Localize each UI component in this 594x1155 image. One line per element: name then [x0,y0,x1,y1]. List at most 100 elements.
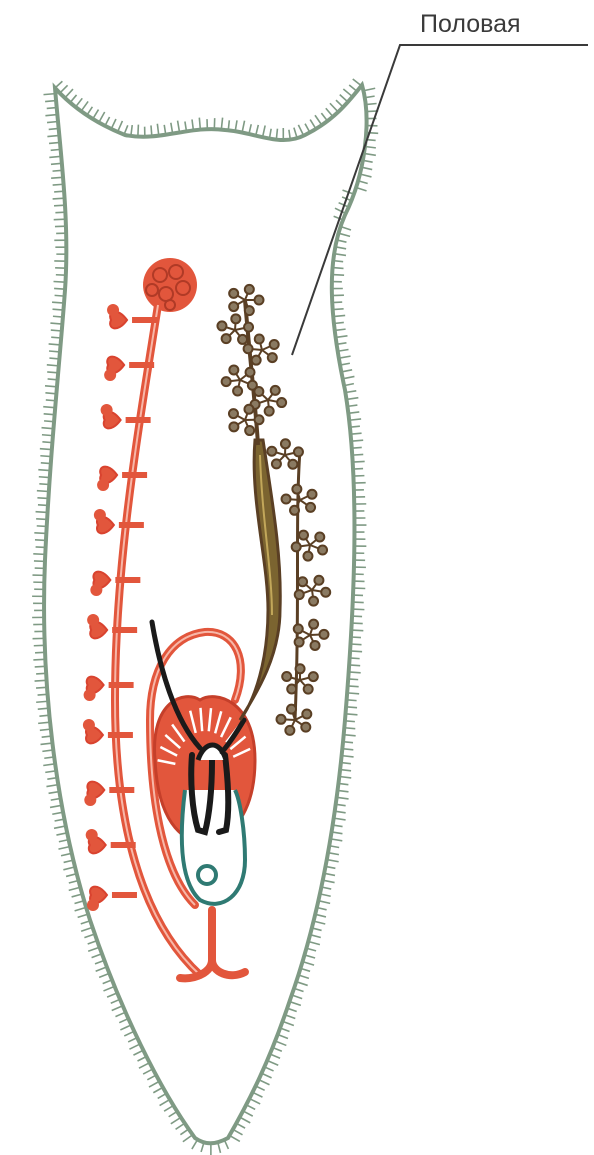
cilium [55,81,62,88]
cilium [49,358,59,359]
cilium [340,95,348,102]
cilium [69,887,81,890]
cilium [224,1140,228,1149]
cilium [218,1142,221,1153]
cilium [42,736,52,737]
cilium [70,95,76,103]
cilium [37,498,48,499]
cilium [50,323,62,324]
cilium [45,386,57,387]
cilium [47,121,58,122]
cilium [334,818,346,820]
callout-label-genital: Половая [420,10,521,38]
cilium [240,1117,251,1123]
follicle-cluster [294,620,329,650]
cilium [352,454,363,455]
cilium [54,191,64,192]
cilium [353,79,362,86]
cilium [338,233,350,236]
cilium [327,860,339,862]
cilium [42,442,52,443]
cilium [133,1050,143,1055]
cilium [276,129,277,140]
cilium [53,309,64,310]
cilium [47,135,59,136]
cilium [52,302,64,303]
cilium [298,125,303,136]
cilium [330,839,342,841]
cilium [350,658,360,659]
cilium [333,261,343,262]
brown-organ-system [217,285,330,735]
cilium [233,1129,243,1134]
cilium [39,715,49,716]
cilium [180,1129,188,1135]
red-lobe [90,572,140,596]
cilium [40,456,51,457]
cilium [308,941,320,944]
cilium [249,1099,260,1104]
cilium [37,526,47,527]
cilium [242,121,244,133]
cilium [76,98,83,107]
cilium [253,1092,263,1097]
cilium [366,133,378,134]
cilium [33,659,45,660]
cilium [246,1105,255,1110]
cilium [118,121,123,132]
cilium [346,714,358,715]
cilium [350,651,362,652]
cilium [42,428,54,429]
cilium [344,735,356,736]
cilium [115,1012,125,1016]
body-cilia [32,79,378,1155]
cilium [160,1099,170,1105]
cilium [39,477,50,478]
cilium [351,644,362,645]
cilium [273,1048,282,1052]
cilium [285,1015,295,1019]
cilium [303,962,314,965]
cilium [47,365,59,366]
cilium [40,449,52,450]
seminal-vesicle [240,440,280,720]
red-lobe [83,719,133,743]
cilium [348,679,358,680]
cilium [129,1044,140,1049]
cilium [296,982,307,986]
cilium [53,316,63,317]
cilium [275,1041,286,1045]
cilium [42,435,53,436]
cilium [347,693,359,694]
cilium [314,921,326,924]
cilium [352,609,364,610]
cilium [169,1111,177,1116]
cilium [120,1025,131,1030]
cilium [49,344,61,345]
red-lobe [87,614,137,638]
cilium [107,993,117,997]
cilium [352,623,363,624]
cilium [44,94,56,95]
atrium-stripe [200,708,202,731]
cilium [176,1123,185,1129]
cilium [349,665,360,666]
cilium [267,1060,278,1065]
cilium [60,85,68,93]
cilium [339,356,351,358]
cilium [44,414,55,415]
cilium [49,142,60,143]
ovary-sphere [143,258,197,312]
cilium [63,867,75,870]
cilium [192,1140,198,1149]
cilium [124,1031,134,1036]
cilium [332,275,344,276]
cilium [345,721,355,722]
cilium [34,533,46,534]
cilium [139,1063,150,1068]
cilium [349,672,361,673]
cilium [351,637,361,638]
red-lobe [94,509,144,533]
red-lobe [97,467,147,491]
